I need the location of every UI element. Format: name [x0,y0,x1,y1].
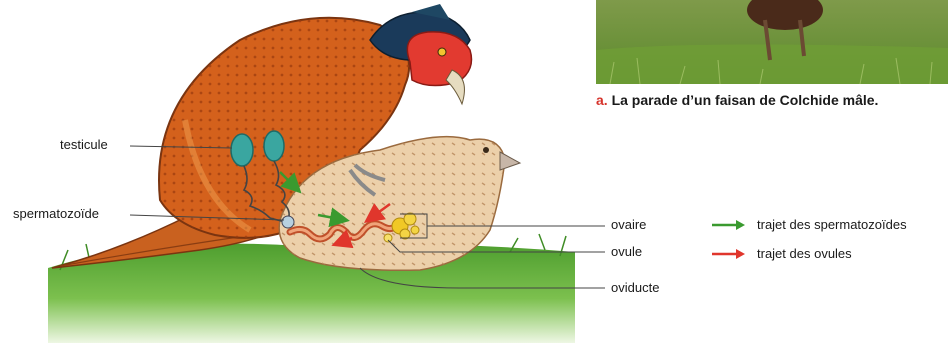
photo-caption: a. La parade d’un faisan de Colchide mâl… [596,92,878,108]
label-spermatozoide: spermatozoïde [13,207,99,220]
testis-left [231,134,253,166]
cloaca [282,216,294,228]
testis-right [264,131,284,161]
caption-text: La parade d’un faisan de Colchide mâle. [612,92,879,108]
label-oviducte: oviducte [611,281,659,294]
green-arrow-icon [712,219,746,231]
wattle-red [407,32,471,86]
pheasant-photo [596,0,948,84]
legend-sperm-label: trajet des spermatozoïdes [757,217,907,232]
red-arrow-icon [712,248,746,260]
ovum [384,234,392,242]
caption-letter: a. [596,92,608,108]
label-ovaire: ovaire [611,218,646,231]
label-ovule: ovule [611,245,642,258]
label-testicule: testicule [60,138,108,151]
legend-ovum-label: trajet des ovules [757,246,852,261]
